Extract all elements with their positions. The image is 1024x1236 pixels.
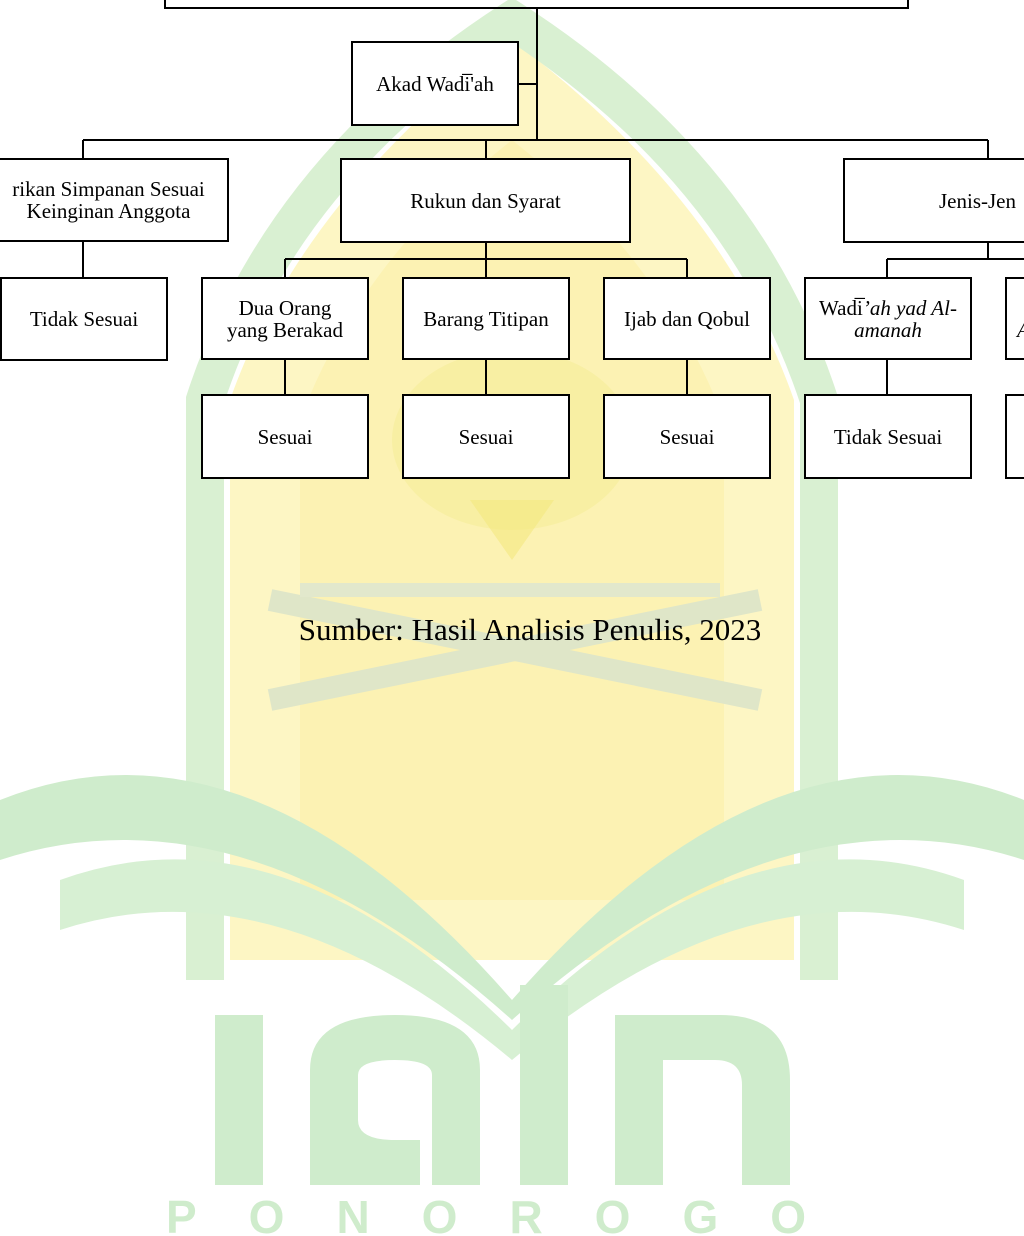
middle-result-1-label: Sesuai [257,424,313,449]
branch-left-line2: Keinginan Anggota [26,199,191,223]
left-child-node: Tidak Sesuai [0,277,168,361]
middle-result-3: Sesuai [603,394,771,479]
middle-result-2-label: Sesuai [458,424,514,449]
middle-result-3-label: Sesuai [659,424,715,449]
right-child-1-line2: amanah [854,317,922,342]
middle-child-node-3: Ijab dan Qobul [603,277,771,360]
branch-left-node: rikan Simpanan Sesuai Keinginan Anggota [0,158,229,242]
middle-child-node-2: Barang Titipan [402,277,570,360]
middle-result-2: Sesuai [402,394,570,479]
right-child-1-line1: Wadi̅’ah yad Al- [819,297,957,319]
watermark-book [0,775,1024,1020]
branch-left-text: rikan Simpanan Sesuai Keinginan Anggota [12,178,204,222]
branch-middle-label: Rukun dan Syarat [410,188,561,213]
right-child-2-fragment: A [1017,319,1024,341]
branch-right-label: Jenis-Jen [939,188,1016,213]
right-child-1-plain: Wadi̅ [819,295,863,320]
watermark-letter-a [310,1015,480,1185]
root-node-label: Akad Wadi̅'ah [376,71,494,96]
right-child-node-1: Wadi̅’ah yad Al- amanah [804,277,972,360]
middle-child-1-line1: Dua Orang [238,295,332,320]
root-node-akad-wadiah: Akad Wadi̅'ah [351,41,519,126]
branch-left-line1: rikan Simpanan Sesuai [12,177,205,201]
middle-child-3-label: Ijab dan Qobul [624,306,750,331]
right-result-1-label: Tidak Sesuai [833,424,943,449]
right-child-1-text: Wadi̅’ah yad Al- amanah [819,297,957,341]
right-child-node-2: A [1005,277,1024,360]
branch-middle-node: Rukun dan Syarat [340,158,631,243]
watermark-letter-n [615,1015,790,1185]
middle-child-1-text: Dua Orang yang Berakad [227,297,343,341]
middle-child-node-1: Dua Orang yang Berakad [201,277,369,360]
watermark-letter-i2 [520,985,568,1185]
watermark-letter-i [215,1015,263,1185]
watermark-text: PONOROGO [165,1191,859,1236]
right-child-1-italic: ’ah yad Al- [862,295,957,320]
left-child-label: Tidak Sesuai [29,307,139,331]
middle-child-1-line2: yang Berakad [226,317,344,342]
middle-result-1: Sesuai [201,394,369,479]
right-result-2 [1005,394,1024,479]
figure-caption: Sumber: Hasil Analisis Penulis, 2023 [298,612,762,647]
root-box-edge [164,0,909,9]
middle-child-2-label: Barang Titipan [423,306,549,331]
branch-right-node: Jenis-Jen [843,158,1024,243]
right-result-1: Tidak Sesuai [804,394,972,479]
